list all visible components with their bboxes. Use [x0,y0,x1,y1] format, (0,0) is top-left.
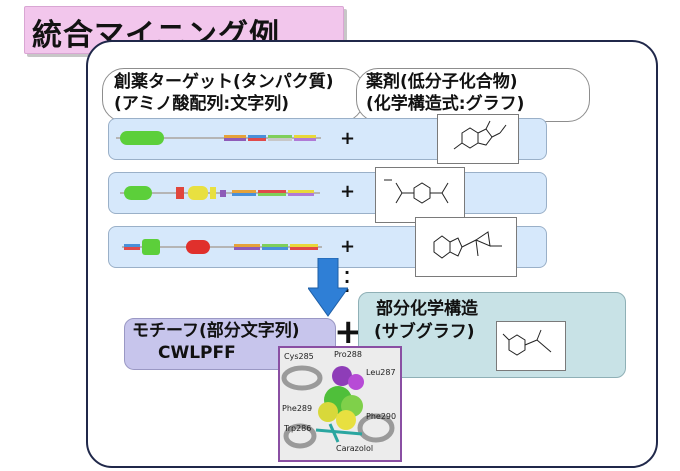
plus-sign-3: + [340,236,356,257]
compound-structure-3 [415,217,517,277]
substructure-graph [496,321,566,371]
plus-sign-1: + [340,128,356,149]
label-trp286: Trp286 [284,424,312,433]
drug-heading-line2: (化学構造式:グラフ) [366,94,525,114]
motif-sequence: CWLPFF [158,343,236,363]
continuation-dots: ··· [344,263,351,300]
substructure-heading: 部分化学構造 [376,299,478,319]
sequence-bar-3 [122,239,322,255]
plus-sign-2: + [340,181,356,202]
down-arrow-icon [308,258,348,317]
sequence-bar-1 [116,131,321,145]
target-heading-line2: (アミノ酸配列:文字列) [114,94,289,114]
substructure-box [358,292,626,378]
drug-heading-line1: 薬剤(低分子化合物) [366,72,518,92]
label-phe290: Phe290 [366,412,397,421]
label-leu287: Leu287 [366,368,396,377]
compound-structure-2 [375,167,465,223]
label-phe289: Phe289 [282,404,313,413]
label-pro288: Pro288 [334,350,362,359]
substructure-subheading: (サブグラフ) [374,322,475,342]
sequence-bar-2 [120,186,320,200]
combine-plus-sign: + [334,312,363,352]
target-heading-line1: 創薬ターゲット(タンパク質) [114,72,334,92]
label-carazolol: Carazolol [336,444,374,453]
drug-heading-box [356,68,590,122]
protein-render [281,365,395,449]
motif-heading: モチーフ(部分文字列) [132,321,300,341]
target-heading-box [102,68,364,122]
label-cys285: Cys285 [284,352,314,361]
compound-structure-1 [437,114,519,164]
